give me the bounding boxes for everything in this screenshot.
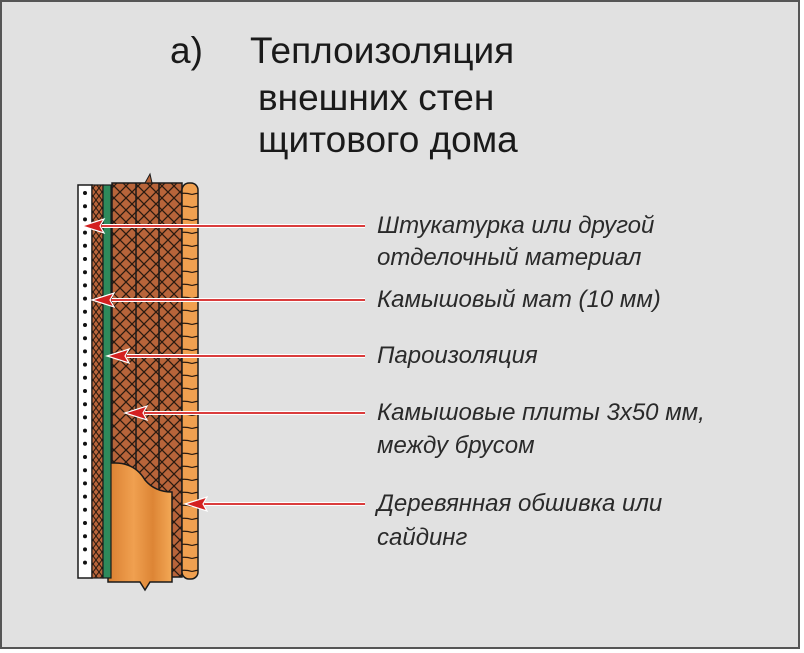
plaster-dot	[83, 428, 87, 433]
plaster-dot	[83, 283, 87, 288]
plaster-dot	[83, 257, 87, 261]
reed-mat-layer	[91, 184, 104, 579]
plaster-dot	[83, 481, 87, 486]
label-siding-2: сайдинг	[377, 524, 468, 551]
title-line-3: щитового дома	[258, 119, 518, 160]
plaster-dot	[83, 402, 87, 407]
plaster-dot	[83, 270, 87, 275]
plaster-dot	[83, 336, 87, 341]
plaster-dot	[83, 415, 87, 420]
wood-siding-layer	[181, 182, 199, 580]
plaster-dot	[83, 375, 87, 380]
arrow	[105, 347, 365, 365]
label-siding-1: Деревянная обшивка или	[374, 490, 662, 517]
plaster-dot	[83, 547, 87, 552]
arrow	[90, 291, 365, 309]
plaster-dot	[83, 455, 87, 459]
label-reed-boards-1: Камышовые плиты 3х50 мм,	[377, 399, 705, 426]
vapor-barrier-layer	[102, 184, 112, 579]
plaster-dot	[83, 191, 87, 195]
plaster-dot	[83, 362, 87, 367]
arrow	[123, 404, 365, 422]
pointer-arrows	[80, 217, 365, 513]
plaster-dot	[83, 243, 87, 248]
label-reed-boards-2: между брусом	[377, 432, 535, 459]
label-vapor-barrier: Пароизоляция	[377, 342, 538, 369]
plaster-dot	[83, 494, 87, 499]
title-line-2: внешних стен	[258, 77, 494, 118]
plaster-dot	[83, 468, 87, 473]
title-marker: а)	[170, 30, 203, 71]
plaster-dot	[83, 349, 87, 354]
wooden-beam	[107, 462, 173, 592]
arrow	[80, 217, 365, 235]
plaster-dot	[83, 534, 87, 539]
label-plaster-1: Штукатурка или другой	[377, 212, 654, 239]
plaster-dot	[83, 230, 87, 235]
plaster-dot	[83, 560, 87, 565]
plaster-dot	[83, 323, 87, 327]
plaster-dot	[83, 296, 87, 301]
plaster-dot	[83, 389, 87, 393]
plaster-dot	[83, 309, 87, 314]
plaster-dot	[83, 441, 87, 446]
plaster-dot	[83, 521, 87, 525]
label-reed-mat: Камышовый мат (10 мм)	[377, 286, 661, 313]
wall-layers	[77, 172, 199, 592]
title-line-1: Теплоизоляция	[250, 30, 514, 71]
arrow	[183, 495, 365, 513]
plaster-dot	[83, 217, 87, 222]
plaster-dot	[83, 204, 87, 209]
plaster-dot	[83, 507, 87, 512]
label-plaster-2: отделочный материал	[377, 244, 642, 271]
